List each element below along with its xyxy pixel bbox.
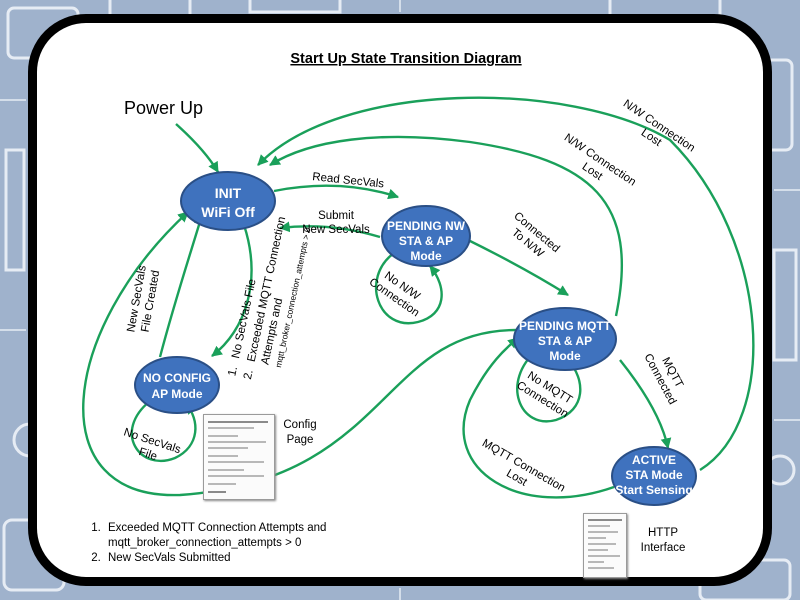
state-pending-mqtt-line1: PENDING MQTT bbox=[519, 319, 612, 333]
state-active-line2: STA Mode bbox=[625, 468, 683, 482]
diagram-title: Start Up State Transition Diagram bbox=[290, 51, 521, 67]
transition-edges bbox=[82, 96, 755, 499]
no-secvals-label-2: File bbox=[137, 446, 158, 463]
footnotes: Exceeded MQTT Connection Attempts and mq… bbox=[86, 521, 426, 566]
state-no-config: NO CONFIG AP Mode bbox=[134, 356, 220, 414]
condition-1-number: 1. bbox=[226, 365, 240, 377]
edge-init-to-noconfig bbox=[211, 224, 253, 357]
edge-power-up bbox=[175, 123, 220, 173]
state-active-line3: Start Sensing bbox=[615, 483, 692, 497]
config-page-caption-line1: Config bbox=[283, 419, 317, 431]
edge-pending-mqtt-to-init bbox=[82, 211, 517, 497]
http-interface-caption-line2: Interface bbox=[640, 542, 686, 554]
submit-label-1: Submit bbox=[318, 210, 355, 222]
http-interface-thumbnail bbox=[583, 513, 627, 578]
footnote-1: Exceeded MQTT Connection Attempts and mq… bbox=[104, 521, 426, 551]
config-page-caption: Config Page bbox=[282, 418, 318, 448]
condition-2-number: 2. bbox=[242, 369, 256, 381]
submit-label-2: New SecVals bbox=[302, 224, 370, 236]
power-up-label: Power Up bbox=[124, 98, 203, 118]
edge-mqtt-lost bbox=[462, 337, 615, 499]
state-pending-mqtt-line3: Mode bbox=[549, 349, 581, 363]
state-active: ACTIVE STA Mode Start Sensing bbox=[611, 446, 697, 506]
edge-new-secvals-created bbox=[158, 213, 205, 358]
edge-submit-secvals bbox=[278, 221, 381, 239]
state-pending-mqtt-line2: STA & AP bbox=[538, 334, 592, 348]
config-page-thumbnail bbox=[203, 414, 275, 500]
state-pending-nw-line3: Mode bbox=[410, 249, 442, 263]
edge-nw-lost-inner bbox=[269, 135, 624, 317]
nw-lost-outer-label-1: N/W Connection bbox=[621, 98, 697, 155]
state-pending-nw-line2: STA & AP bbox=[399, 234, 453, 248]
edge-connected-nw bbox=[465, 237, 569, 297]
http-interface-caption: HTTP Interface bbox=[638, 526, 688, 556]
state-pending-nw: PENDING NW STA & AP Mode bbox=[381, 205, 471, 267]
edge-nw-lost-outer bbox=[257, 96, 755, 472]
state-init: INIT WiFi Off bbox=[180, 171, 276, 231]
edge-read-secvals bbox=[273, 184, 400, 200]
state-pending-mqtt: PENDING MQTT STA & AP Mode bbox=[513, 307, 617, 371]
state-active-line1: ACTIVE bbox=[632, 453, 676, 467]
state-init-line1: INIT bbox=[215, 185, 242, 201]
state-no-config-line1: NO CONFIG bbox=[143, 371, 211, 385]
edge-no-mqtt-loop bbox=[516, 349, 582, 423]
http-interface-caption-line1: HTTP bbox=[647, 527, 679, 539]
edge-mqtt-connected bbox=[619, 359, 672, 450]
state-no-config-line2: AP Mode bbox=[151, 387, 202, 401]
state-init-line2: WiFi Off bbox=[201, 204, 255, 220]
footnote-2: New SecVals Submitted bbox=[104, 551, 426, 566]
state-pending-nw-line1: PENDING NW bbox=[387, 219, 466, 233]
edge-no-nw-loop bbox=[375, 252, 443, 325]
edge-no-secvals-loop bbox=[130, 400, 197, 462]
nw-lost-inner-label-1: N/W Connection bbox=[562, 132, 638, 189]
config-page-caption-line2: Page bbox=[286, 434, 314, 446]
